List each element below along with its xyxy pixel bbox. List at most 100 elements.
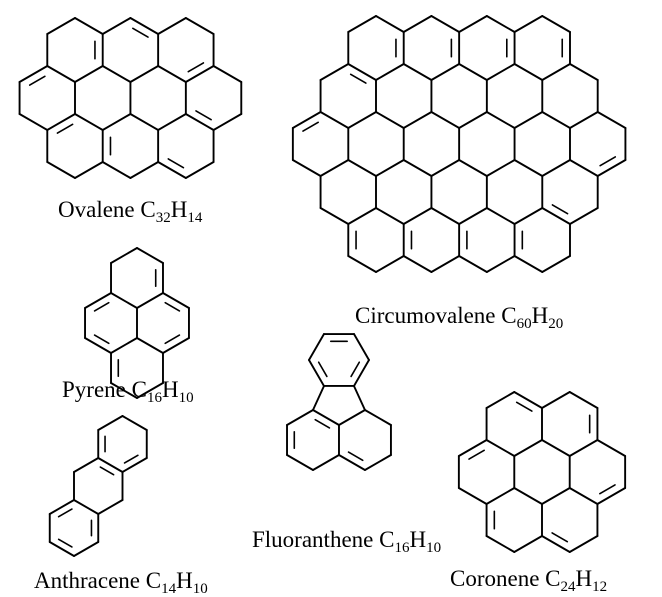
carbon-bond	[308, 359, 325, 387]
carbon-bond	[430, 207, 461, 225]
carbon-bond	[458, 255, 488, 273]
carbon-bond	[353, 385, 366, 411]
carbon-bond	[136, 247, 164, 264]
carbon-bond	[485, 15, 516, 33]
carbon-symbol: C	[379, 527, 395, 552]
double-bond-line	[317, 361, 328, 378]
double-bond-line	[314, 418, 331, 429]
carbon-bond	[101, 17, 132, 35]
carbon-bond	[74, 17, 104, 35]
double-bond-line	[57, 508, 73, 518]
carbon-symbol: C	[545, 566, 561, 591]
double-bond-line	[57, 538, 73, 548]
carbon-bond	[375, 15, 405, 33]
carbon-bond	[286, 409, 314, 426]
carbon-bond	[84, 292, 112, 309]
carbon-bond	[596, 487, 627, 505]
hydrogen-count: 20	[548, 316, 564, 332]
carbon-bond	[375, 159, 405, 177]
carbon-bond	[136, 337, 164, 354]
circumovalene-structure	[291, 15, 627, 273]
fluoranthene-structure	[286, 333, 392, 471]
carbon-bond	[569, 111, 599, 129]
carbon-bond	[73, 541, 100, 557]
carbon-bond	[513, 159, 544, 177]
carbon-bond	[375, 207, 405, 225]
carbon-bond	[541, 535, 571, 553]
carbon-bond	[157, 161, 187, 179]
carbon-bond	[338, 409, 366, 426]
carbon-bond	[46, 17, 76, 35]
carbon-bond	[184, 161, 215, 179]
carbon-bond	[308, 333, 325, 361]
double-bond-line	[99, 466, 115, 476]
carbon-bond	[513, 207, 544, 225]
carbon-count: 24	[560, 579, 576, 595]
hydrogen-symbol: H	[170, 197, 188, 222]
carbon-bond	[513, 391, 543, 409]
carbon-bond	[212, 65, 243, 83]
carbon-bond	[312, 454, 340, 471]
carbon-bond	[458, 111, 488, 129]
double-bond-line	[551, 532, 569, 543]
carbon-symbol: C	[501, 303, 517, 328]
carbon-bond	[46, 113, 76, 131]
carbon-bond	[513, 15, 544, 33]
carbon-bond	[485, 487, 516, 505]
carbon-bond	[458, 15, 488, 33]
hydrogen-symbol: H	[409, 527, 427, 552]
carbon-bond	[458, 63, 488, 81]
pyrene-name: Pyrene	[62, 377, 126, 402]
carbon-bond	[84, 337, 112, 354]
hydrogen-symbol: H	[161, 377, 179, 402]
carbon-bond	[458, 159, 488, 177]
carbon-bond	[375, 63, 405, 81]
carbon-bond	[101, 65, 132, 83]
carbon-symbol: C	[140, 197, 156, 222]
carbon-bond	[596, 439, 627, 457]
fluoranthene-name: Fluoranthene	[252, 527, 374, 552]
carbon-bond	[513, 535, 543, 553]
carbon-bond	[569, 207, 599, 225]
carbon-bond	[312, 409, 340, 426]
carbon-bond	[596, 111, 627, 129]
carbon-bond	[97, 457, 124, 473]
carbon-bond	[18, 65, 49, 83]
carbon-bond	[157, 65, 187, 83]
fluoranthene-label: Fluoranthene C16H10	[252, 527, 441, 556]
carbon-bond	[136, 382, 164, 399]
double-bond-line	[468, 449, 485, 460]
carbon-bond	[286, 454, 314, 471]
carbon-bond	[129, 113, 160, 131]
carbon-bond	[513, 63, 544, 81]
carbon-bond	[541, 111, 571, 129]
carbon-bond	[513, 439, 543, 457]
carbon-bond	[319, 207, 350, 225]
carbon-bond	[347, 207, 377, 225]
carbon-bond	[485, 439, 516, 457]
carbon-bond	[458, 207, 488, 225]
double-bond-line	[93, 334, 110, 345]
anthracene-structure	[48, 415, 148, 557]
carbon-bond	[430, 111, 461, 129]
carbon-bond	[430, 159, 461, 177]
carbon-bond	[430, 63, 461, 81]
carbon-bond	[97, 415, 124, 431]
carbon-bond	[513, 255, 544, 273]
ovalene-name: Ovalene	[58, 197, 135, 222]
carbon-bond	[74, 113, 104, 131]
double-bond-line	[349, 73, 367, 84]
double-bond-line	[28, 75, 46, 86]
carbon-bond	[338, 454, 366, 471]
carbon-bond	[184, 65, 215, 83]
double-bond-line	[187, 62, 205, 73]
double-bond-line	[132, 27, 149, 38]
carbon-bond	[319, 63, 350, 81]
carbon-bond	[485, 207, 516, 225]
carbon-bond	[18, 113, 49, 131]
carbon-bond	[596, 159, 627, 177]
carbon-bond	[568, 391, 599, 409]
carbon-symbol: C	[145, 568, 162, 593]
carbon-bond	[319, 111, 350, 129]
